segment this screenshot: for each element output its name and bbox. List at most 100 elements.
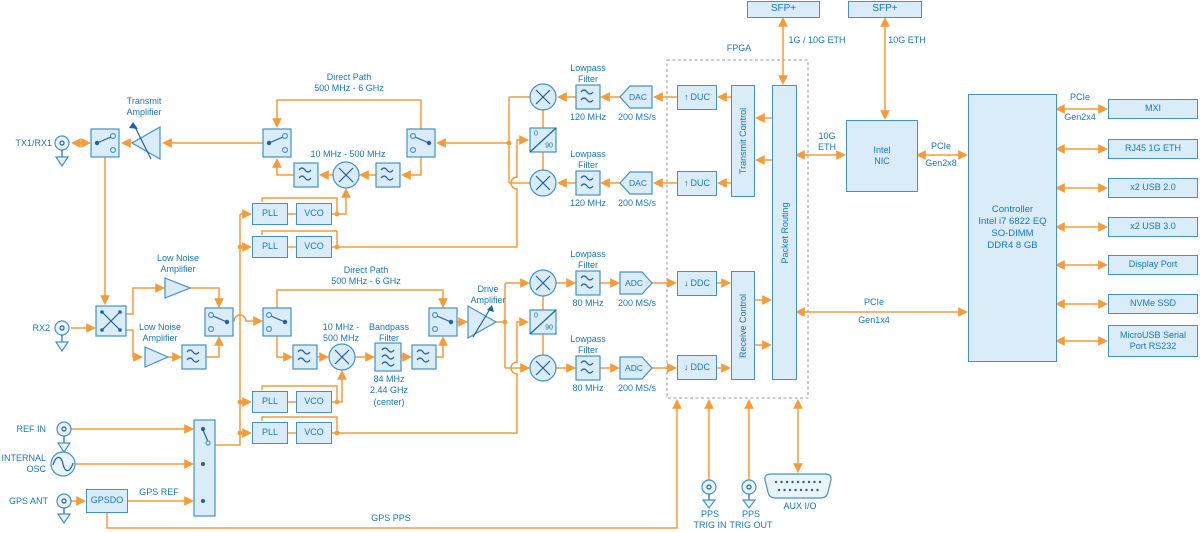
ddc2-label: DDC (690, 361, 711, 372)
usb2-label: x2 USB 2.0 (1130, 182, 1176, 193)
bandpass-spec-label: 84 MHz 2.44 GHz (center) (369, 374, 409, 407)
reference-select-switch-icon (193, 419, 216, 517)
pll1-block: PLL (252, 203, 288, 225)
transmit-control-label: Transmit Control (738, 107, 748, 175)
controller-block: Controller Intel i7 6822 EQ SO-DIMM DDR4… (968, 94, 1057, 362)
receive-control-block: Receive Control (731, 271, 755, 380)
pll4-label: PLL (261, 427, 278, 438)
peripheral-usb3: x2 USB 3.0 (1108, 217, 1198, 237)
dac2-icon (619, 171, 653, 195)
receive-control-label: Receive Control (738, 293, 748, 358)
rx2-bw-label: 80 MHz (572, 383, 604, 393)
lna-filter-icon (181, 344, 207, 370)
pll3-label: PLL (261, 396, 278, 407)
peripheral-displayport: Display Port (1108, 255, 1198, 275)
tx-iq-mixer2-icon (529, 169, 557, 197)
rx-phase-0-label: 0 (534, 312, 538, 320)
pcie-gen1x4-label-bottom: Gen1x4 (858, 315, 890, 325)
gpsdo-block: GPSDO (86, 489, 128, 513)
duc2-label: DUC (690, 177, 711, 188)
drive-amplifier-icon (467, 304, 498, 340)
adc2-text: ADC (625, 363, 643, 373)
adc2-rate-label: 200 MS/s (617, 383, 657, 393)
lowpass-filter-rx2-icon (575, 355, 601, 381)
fpga-boundary (666, 59, 809, 399)
intel-nic-block: Intel NIC (846, 120, 918, 192)
transmit-control-block: Transmit Control (731, 85, 755, 197)
pps-trig-in-connector-icon (701, 479, 717, 509)
vco4-label: VCO (304, 427, 324, 438)
dac1-text: DAC (629, 92, 647, 102)
packet-routing-label: Packet Routing (779, 201, 790, 264)
tx-direct-path-label: Direct Path 500 MHz - 6 GHz (314, 72, 384, 94)
eth-1g10g-label: 1G / 10G ETH (788, 35, 846, 45)
pcie-gen1x4-label-top: PCIe (863, 297, 885, 307)
lowpass-filter-tx2-icon (575, 170, 601, 196)
lna-select-switch-icon (204, 307, 234, 337)
rj45-label: RJ45 1G ETH (1124, 143, 1182, 154)
lowpass-rx1-label: Lowpass Filter (570, 249, 606, 271)
ref-in-label: REF IN (16, 424, 46, 434)
vco2-block: VCO (296, 236, 332, 258)
transmit-amplifier-icon (129, 122, 161, 161)
rx-phase-splitter-icon (529, 309, 557, 335)
tx-phase-0-label: 0 (534, 130, 538, 138)
junction-dots (237, 140, 512, 436)
rx-band-filter1-icon (292, 344, 318, 370)
tx-band-filter1-icon (293, 162, 319, 188)
tx-iq-mixer1-icon (529, 83, 557, 111)
lowpass-tx2-label: Lowpass Filter (570, 149, 606, 171)
controller-label: Controller Intel i7 6822 EQ SO-DIMM DDR4… (978, 204, 1047, 251)
tx2-bw-label: 120 MHz (569, 198, 607, 208)
rx-band-mixer-icon (328, 343, 356, 371)
bandpass-filter-icon (374, 342, 402, 372)
adc1-rate-label: 200 MS/s (617, 298, 657, 308)
usb3-label: x2 USB 3.0 (1130, 221, 1176, 232)
ddc1-label: DDC (690, 277, 711, 288)
aux-io-label: AUX I/O (783, 501, 817, 511)
tx-antenna-switch-icon (90, 128, 120, 158)
pps-trig-out-connector-icon (741, 479, 757, 509)
sfp-port-b: SFP+ (848, 1, 922, 18)
rx-phase-90-label: 90 (545, 324, 553, 332)
duc1-block: ↑DUC (677, 85, 717, 110)
adc1-icon (619, 271, 653, 295)
up-arrow-icon: ↑ (684, 177, 689, 188)
lna1-label: Low Noise Amplifier (156, 253, 200, 275)
vco1-block: VCO (296, 203, 332, 225)
up-arrow-icon: ↑ (684, 91, 689, 102)
peripheral-microusb: MicroUSB Serial Port RS232 (1108, 325, 1198, 357)
pll4-block: PLL (252, 422, 288, 444)
tx-phase-90-label: 90 (545, 142, 553, 150)
pll2-block: PLL (252, 236, 288, 258)
tx1rx1-label: TX1/RX1 (15, 138, 52, 148)
aux-io-connector-icon (764, 473, 832, 499)
duc1-label: DUC (690, 91, 711, 102)
gps-ant-label: GPS ANT (8, 496, 48, 506)
dac2-text: DAC (629, 178, 647, 188)
gps-ref-label: GPS REF (139, 487, 179, 497)
tx-band-label: 10 MHz - 500 MHz (310, 149, 386, 159)
lna2-label: Low Noise Amplifier (138, 322, 182, 344)
displayport-label: Display Port (1128, 259, 1178, 270)
sfp-b-label: SFP+ (872, 3, 898, 15)
vco4-block: VCO (296, 422, 332, 444)
pll3-block: PLL (252, 391, 288, 413)
rx1-bw-label: 80 MHz (572, 298, 604, 308)
adc1-text: ADC (625, 278, 643, 288)
bandpass-filter-label: Bandpass Filter (368, 322, 410, 344)
pll1-label: PLL (261, 208, 278, 219)
vco3-block: VCO (296, 391, 332, 413)
internal-osc-label: INTERNAL OSC (1, 453, 46, 475)
rx-path-switch-left-icon (262, 307, 292, 337)
rx2-label: RX2 (32, 323, 50, 333)
microusb-label: MicroUSB Serial Port RS232 (1119, 329, 1186, 351)
lowpass-rx2-label: Lowpass Filter (570, 334, 606, 356)
dac2-rate-label: 200 MS/s (617, 198, 657, 208)
rx-iq-mixer1-icon (529, 269, 557, 297)
intel-nic-label: Intel NIC (873, 144, 891, 166)
pll2-label: PLL (261, 241, 278, 252)
adc2-icon (619, 356, 653, 380)
internal-osc-icon (50, 451, 76, 477)
